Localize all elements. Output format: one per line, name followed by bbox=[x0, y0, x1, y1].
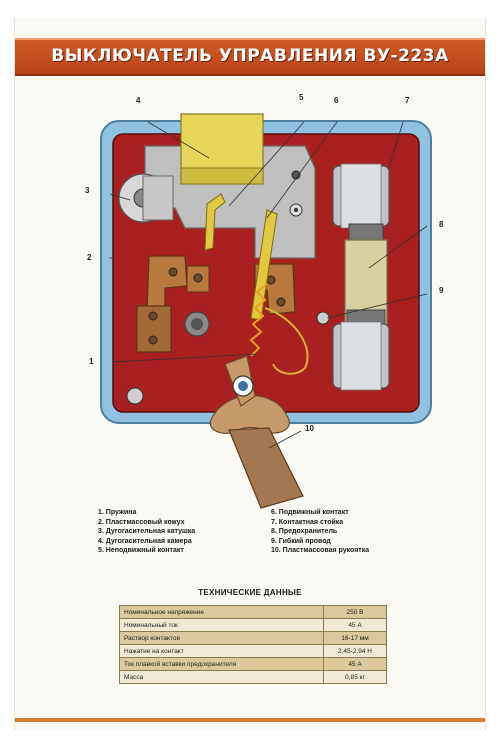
page-title: ВЫКЛЮЧАТЕЛЬ УПРАВЛЕНИЯ ВУ-223А bbox=[51, 46, 449, 66]
poster: ВЫКЛЮЧАТЕЛЬ УПРАВЛЕНИЯ ВУ-223А bbox=[14, 18, 486, 730]
spring bbox=[249, 283, 268, 357]
legend-item: 2. Пластмассовый кожух bbox=[98, 518, 185, 526]
legend-item: 7. Контактная стойка bbox=[271, 518, 344, 526]
title-bar: ВЫКЛЮЧАТЕЛЬ УПРАВЛЕНИЯ ВУ-223А bbox=[15, 38, 485, 76]
callout-9: 9 bbox=[439, 286, 444, 295]
legend-item: 3. Дугогасительная катушка bbox=[98, 528, 196, 536]
callout-1: 1 bbox=[89, 357, 94, 366]
callout-6: 6 bbox=[334, 96, 339, 105]
spec-name: Масса bbox=[119, 670, 324, 684]
legend-right: 6. Подвижный контакт 7. Контактная стойк… bbox=[271, 508, 369, 556]
spec-name: Нажатие на контакт bbox=[119, 644, 324, 658]
coil-base bbox=[180, 167, 264, 185]
spec-name: Номинальное напряжение bbox=[119, 605, 324, 619]
legend-item: 8. Предохранитель bbox=[271, 528, 338, 536]
leader-lines bbox=[109, 121, 428, 449]
callout-4: 4 bbox=[136, 96, 141, 105]
legend-item: 6. Подвижный контакт bbox=[271, 509, 349, 516]
legend-item: 9. Гибкий провод bbox=[271, 537, 331, 545]
callout-5: 5 bbox=[299, 93, 304, 102]
switch-diagram bbox=[100, 113, 432, 509]
legend-left: 1. Пружина 2. Пластмассовый кожух 3. Дуг… bbox=[98, 508, 195, 556]
spec-name: Раствор контактов bbox=[119, 631, 324, 645]
legend-item: 5. Неподвижный контакт bbox=[98, 547, 184, 555]
spec-value: 45 А bbox=[323, 657, 387, 671]
spec-value: 250 В bbox=[323, 605, 387, 619]
spec-name: Ток плавкой вставки предохранителя bbox=[119, 657, 324, 671]
spec-title: ТЕХНИЧЕСКИЕ ДАННЫЕ bbox=[198, 588, 302, 597]
callout-2: 2 bbox=[87, 253, 92, 262]
spec-value: 2,45-2,94 Н bbox=[323, 644, 387, 658]
bottom-divider bbox=[15, 718, 485, 722]
callout-8: 8 bbox=[439, 220, 444, 229]
spec-name: Номинальный ток bbox=[119, 618, 324, 632]
handle-stem bbox=[228, 427, 304, 509]
legend-item: 1. Пружина bbox=[98, 509, 137, 516]
callout-10: 10 bbox=[305, 424, 314, 433]
spec-value: 16-17 мм bbox=[323, 631, 387, 645]
legend-item: 4. Дугогасительная камера bbox=[98, 537, 192, 545]
flexible-wire bbox=[264, 307, 309, 375]
callout-3: 3 bbox=[85, 186, 90, 195]
spec-value: 45 А bbox=[323, 618, 387, 632]
legend-item: 10. Пластмассовая рукоятка bbox=[271, 547, 370, 555]
spec-value: 0,85 кг bbox=[323, 670, 387, 684]
fixed-contact bbox=[204, 193, 226, 251]
callout-7: 7 bbox=[405, 96, 410, 105]
